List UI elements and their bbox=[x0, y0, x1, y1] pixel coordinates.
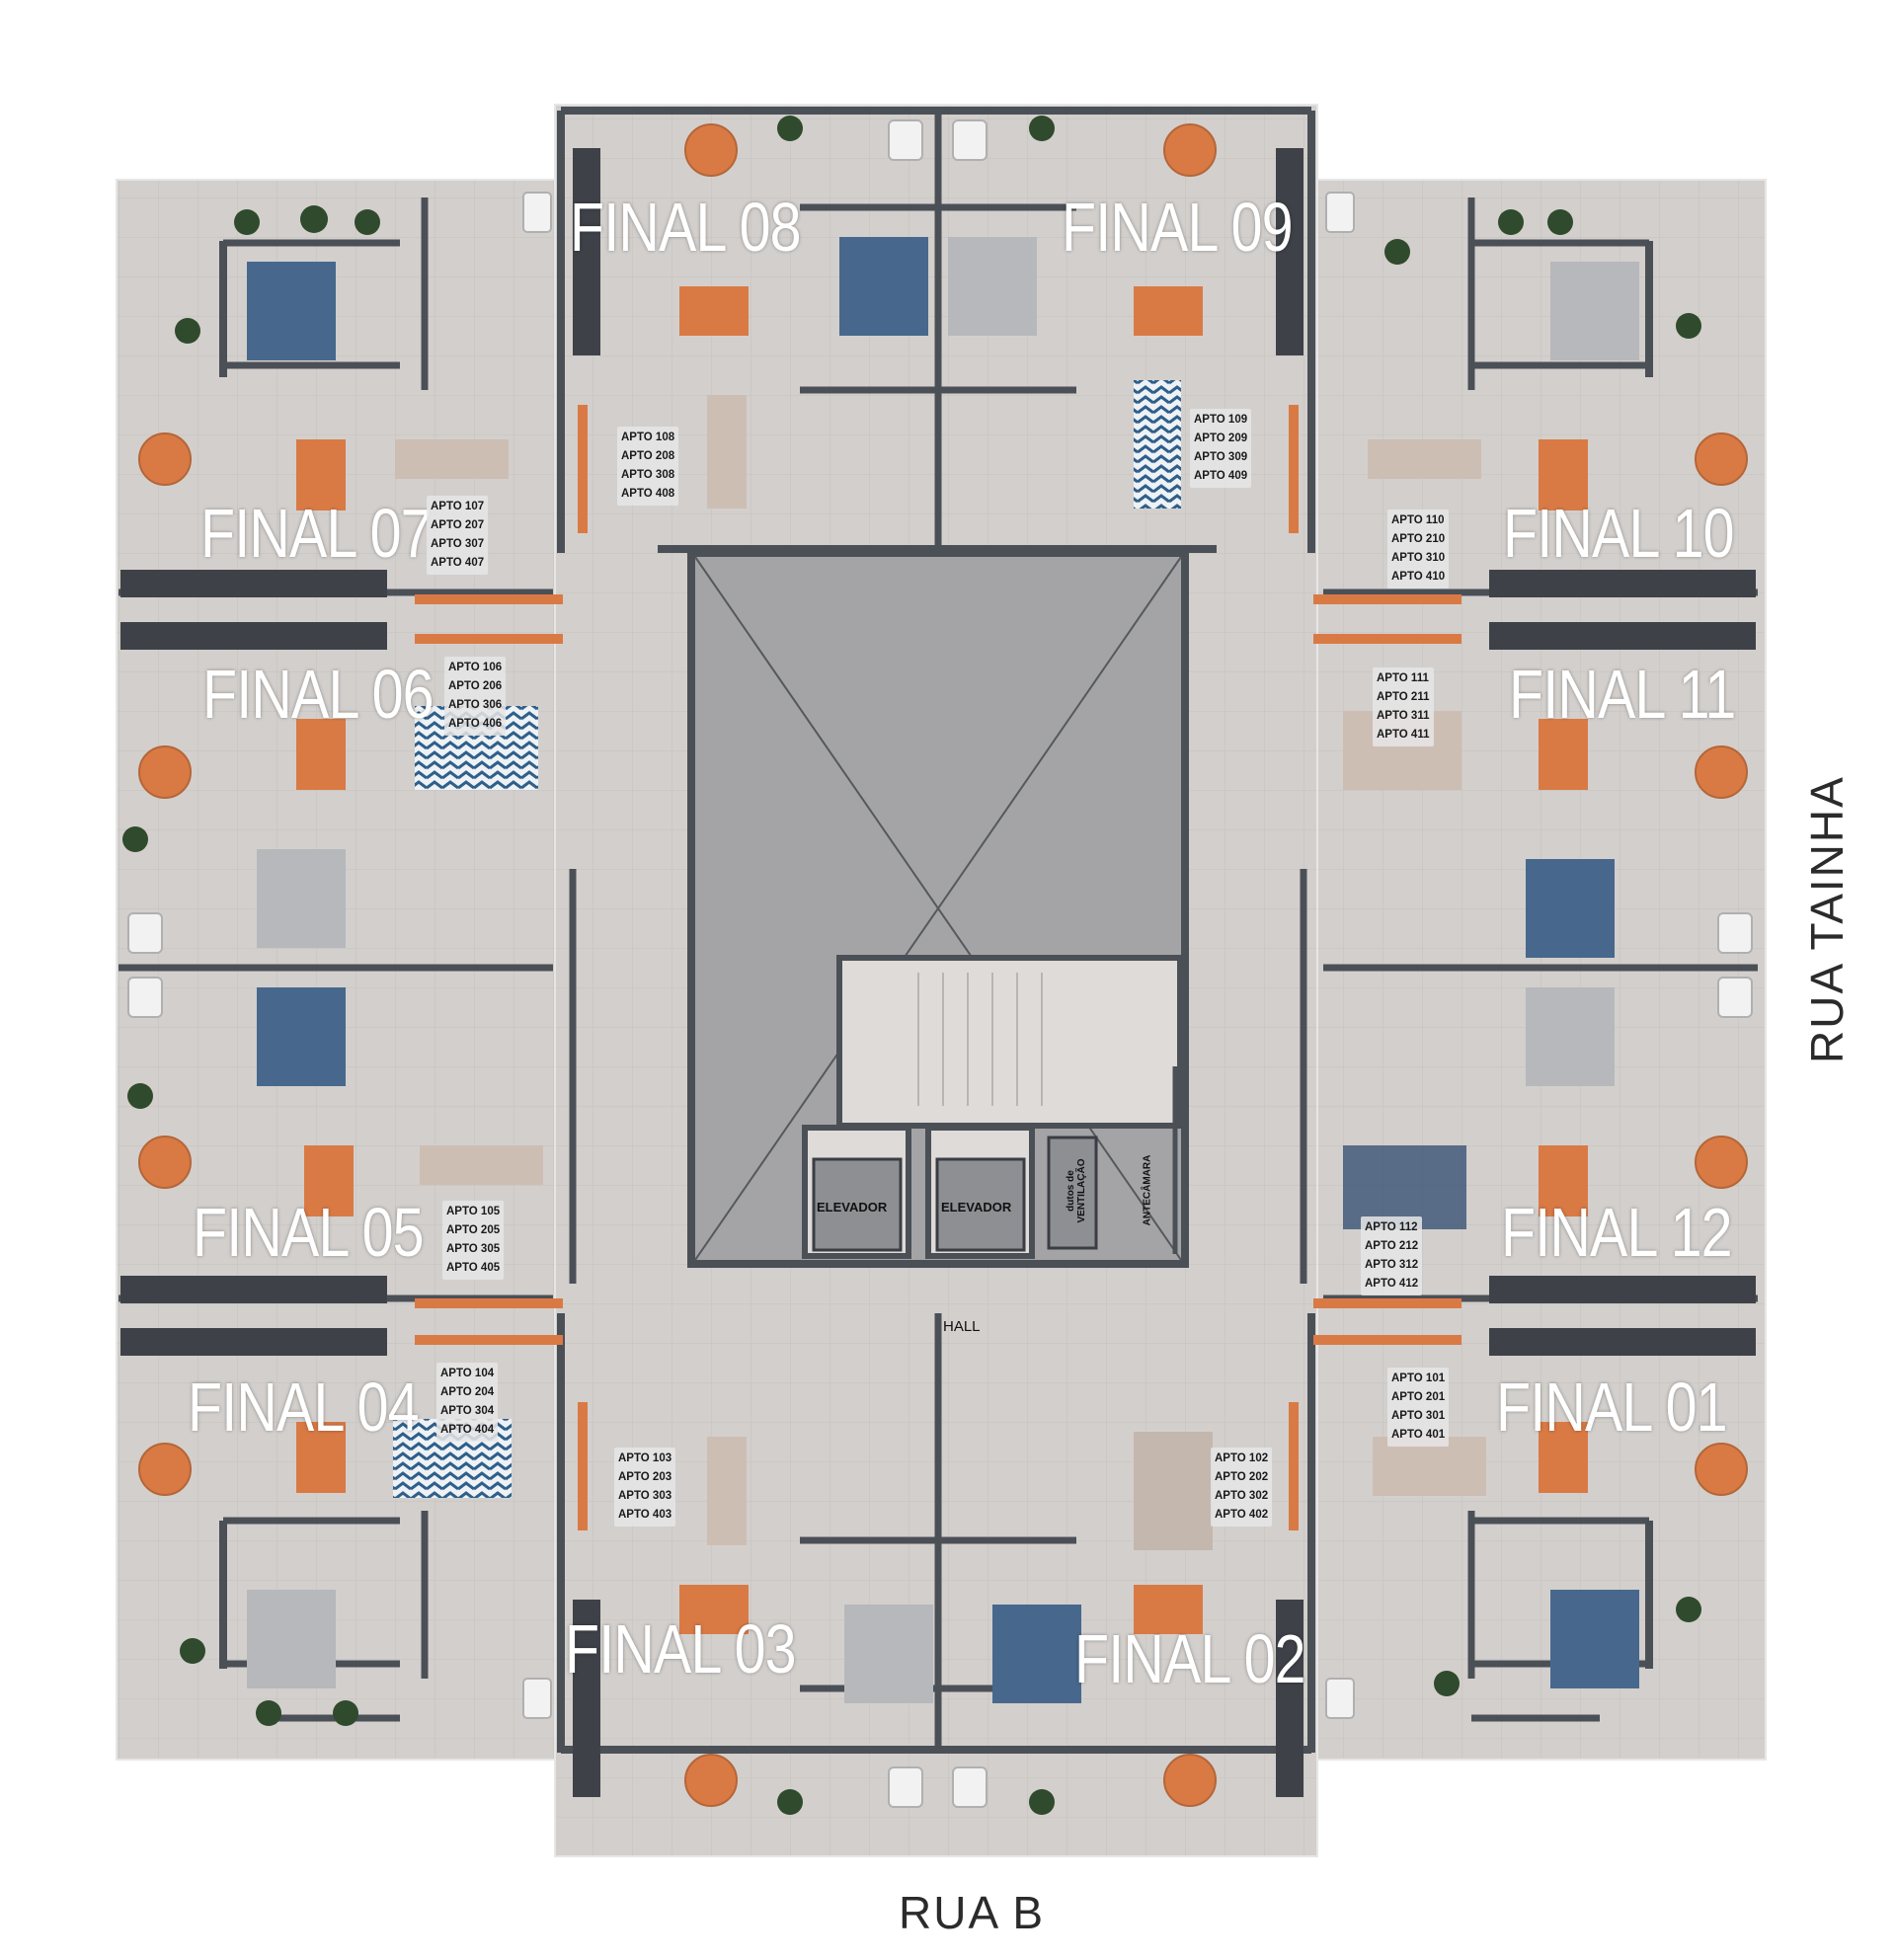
kitchen-counters bbox=[120, 148, 1756, 1797]
apto-label: APTO 208 bbox=[621, 450, 675, 462]
bathroom-fixtures bbox=[127, 119, 1753, 1808]
apto-label: APTO 401 bbox=[1391, 1429, 1446, 1441]
outer-walls bbox=[219, 107, 1653, 1754]
apto-list-final-11: APTO 111 APTO 211 APTO 311 APTO 411 bbox=[1373, 667, 1434, 746]
outdoor-tables bbox=[138, 123, 1748, 1807]
apto-label: APTO 205 bbox=[446, 1224, 501, 1236]
final-07-label: FINAL 07 bbox=[200, 495, 433, 572]
apto-list-final-10: APTO 110 APTO 210 APTO 310 APTO 410 bbox=[1387, 510, 1450, 588]
apto-list-final-02: APTO 102 APTO 202 APTO 302 APTO 402 bbox=[1211, 1448, 1273, 1527]
final-09-label: FINAL 09 bbox=[1062, 189, 1294, 266]
apto-list-final-03: APTO 103 APTO 203 APTO 303 APTO 403 bbox=[614, 1448, 676, 1527]
stair-core bbox=[802, 955, 1183, 1259]
apto-label: APTO 206 bbox=[448, 680, 503, 692]
street-rua-tainha: RUA TAINHA bbox=[1801, 775, 1853, 1063]
apto-label: APTO 201 bbox=[1391, 1391, 1446, 1403]
ventilation-label: dutos de VENTILAÇÃO bbox=[1066, 1132, 1087, 1250]
apto-list-final-08: APTO 108 APTO 208 APTO 308 APTO 408 bbox=[617, 427, 679, 506]
apto-list-final-01: APTO 101 APTO 201 APTO 301 APTO 401 bbox=[1387, 1368, 1450, 1447]
apto-label: APTO 310 bbox=[1391, 552, 1446, 564]
apto-label: APTO 104 bbox=[440, 1368, 495, 1379]
apto-list-final-06: APTO 106 APTO 206 APTO 306 APTO 406 bbox=[444, 657, 507, 736]
apto-label: APTO 406 bbox=[448, 718, 503, 730]
apto-label: APTO 204 bbox=[440, 1386, 495, 1398]
elevator-label-2: ELEVADOR bbox=[941, 1200, 1012, 1215]
dining-tables bbox=[296, 286, 1588, 1634]
wood-panels bbox=[415, 405, 1462, 1530]
apto-label: APTO 109 bbox=[1194, 414, 1248, 426]
final-12-label: FINAL 12 bbox=[1501, 1194, 1733, 1271]
hall-label: HALL bbox=[943, 1318, 981, 1335]
apto-label: APTO 409 bbox=[1194, 470, 1248, 482]
apto-label: APTO 305 bbox=[446, 1243, 501, 1255]
apto-label: APTO 209 bbox=[1194, 432, 1248, 444]
apto-label: APTO 111 bbox=[1377, 672, 1429, 684]
final-11-label: FINAL 11 bbox=[1509, 656, 1736, 733]
street-rua-b: RUA B bbox=[899, 1887, 1046, 1938]
apto-list-final-05: APTO 105 APTO 205 APTO 305 APTO 405 bbox=[442, 1201, 505, 1280]
beds bbox=[247, 237, 1639, 1703]
ventilation-label-line1: dutos de bbox=[1066, 1170, 1076, 1212]
final-04-label: FINAL 04 bbox=[188, 1369, 420, 1446]
apto-label: APTO 107 bbox=[431, 501, 485, 512]
apto-list-final-07: APTO 107 APTO 207 APTO 307 APTO 407 bbox=[427, 496, 489, 575]
apto-list-final-12: APTO 112 APTO 212 APTO 312 APTO 412 bbox=[1361, 1216, 1423, 1295]
apto-label: APTO 202 bbox=[1215, 1471, 1269, 1483]
apto-label: APTO 408 bbox=[621, 488, 675, 500]
apto-label: APTO 410 bbox=[1391, 571, 1446, 583]
apto-label: APTO 103 bbox=[618, 1452, 672, 1464]
apto-label: APTO 402 bbox=[1215, 1509, 1269, 1521]
apto-label: APTO 102 bbox=[1215, 1452, 1269, 1464]
apto-label: APTO 302 bbox=[1215, 1490, 1269, 1502]
apto-label: APTO 210 bbox=[1391, 533, 1446, 545]
apto-label: APTO 306 bbox=[448, 699, 503, 711]
apto-label: APTO 412 bbox=[1365, 1278, 1419, 1290]
elevator-label-1: ELEVADOR bbox=[817, 1200, 888, 1215]
apto-label: APTO 304 bbox=[440, 1405, 495, 1417]
apto-label: APTO 404 bbox=[440, 1424, 495, 1436]
apto-label: APTO 301 bbox=[1391, 1410, 1446, 1422]
ventilation-label-line2: VENTILAÇÃO bbox=[1076, 1158, 1087, 1223]
apto-label: APTO 207 bbox=[431, 519, 485, 531]
final-03-label: FINAL 03 bbox=[565, 1610, 797, 1687]
apto-label: APTO 311 bbox=[1377, 710, 1430, 722]
apto-label: APTO 110 bbox=[1391, 514, 1445, 526]
apto-label: APTO 405 bbox=[446, 1262, 501, 1274]
apto-label: APTO 411 bbox=[1377, 729, 1430, 741]
final-06-label: FINAL 06 bbox=[202, 656, 434, 733]
apto-label: APTO 309 bbox=[1194, 451, 1248, 463]
apto-label: APTO 407 bbox=[431, 557, 485, 569]
apto-list-final-09: APTO 109 APTO 209 APTO 309 APTO 409 bbox=[1190, 409, 1252, 488]
apto-label: APTO 312 bbox=[1365, 1259, 1419, 1271]
apto-label: APTO 108 bbox=[621, 431, 675, 443]
apto-label: APTO 308 bbox=[621, 469, 675, 481]
apto-label: APTO 105 bbox=[446, 1206, 501, 1217]
final-08-label: FINAL 08 bbox=[570, 189, 802, 266]
final-01-label: FINAL 01 bbox=[1496, 1369, 1728, 1446]
apto-label: APTO 307 bbox=[431, 538, 485, 550]
apto-label: APTO 212 bbox=[1365, 1240, 1419, 1252]
sofas bbox=[393, 380, 1486, 1550]
apto-label: APTO 203 bbox=[618, 1471, 672, 1483]
apto-label: APTO 403 bbox=[618, 1509, 672, 1521]
apto-list-final-04: APTO 104 APTO 204 APTO 304 APTO 404 bbox=[436, 1363, 499, 1442]
final-05-label: FINAL 05 bbox=[193, 1194, 425, 1271]
final-10-label: FINAL 10 bbox=[1503, 495, 1735, 572]
antechamber-label: ANTECÂMARA bbox=[1142, 1154, 1153, 1226]
apto-label: APTO 112 bbox=[1365, 1221, 1418, 1233]
apto-label: APTO 303 bbox=[618, 1490, 672, 1502]
apto-label: APTO 106 bbox=[448, 662, 503, 673]
apto-label: APTO 211 bbox=[1377, 691, 1430, 703]
plants bbox=[122, 116, 1701, 1815]
final-02-label: FINAL 02 bbox=[1074, 1620, 1306, 1697]
apto-label: APTO 101 bbox=[1391, 1372, 1446, 1384]
